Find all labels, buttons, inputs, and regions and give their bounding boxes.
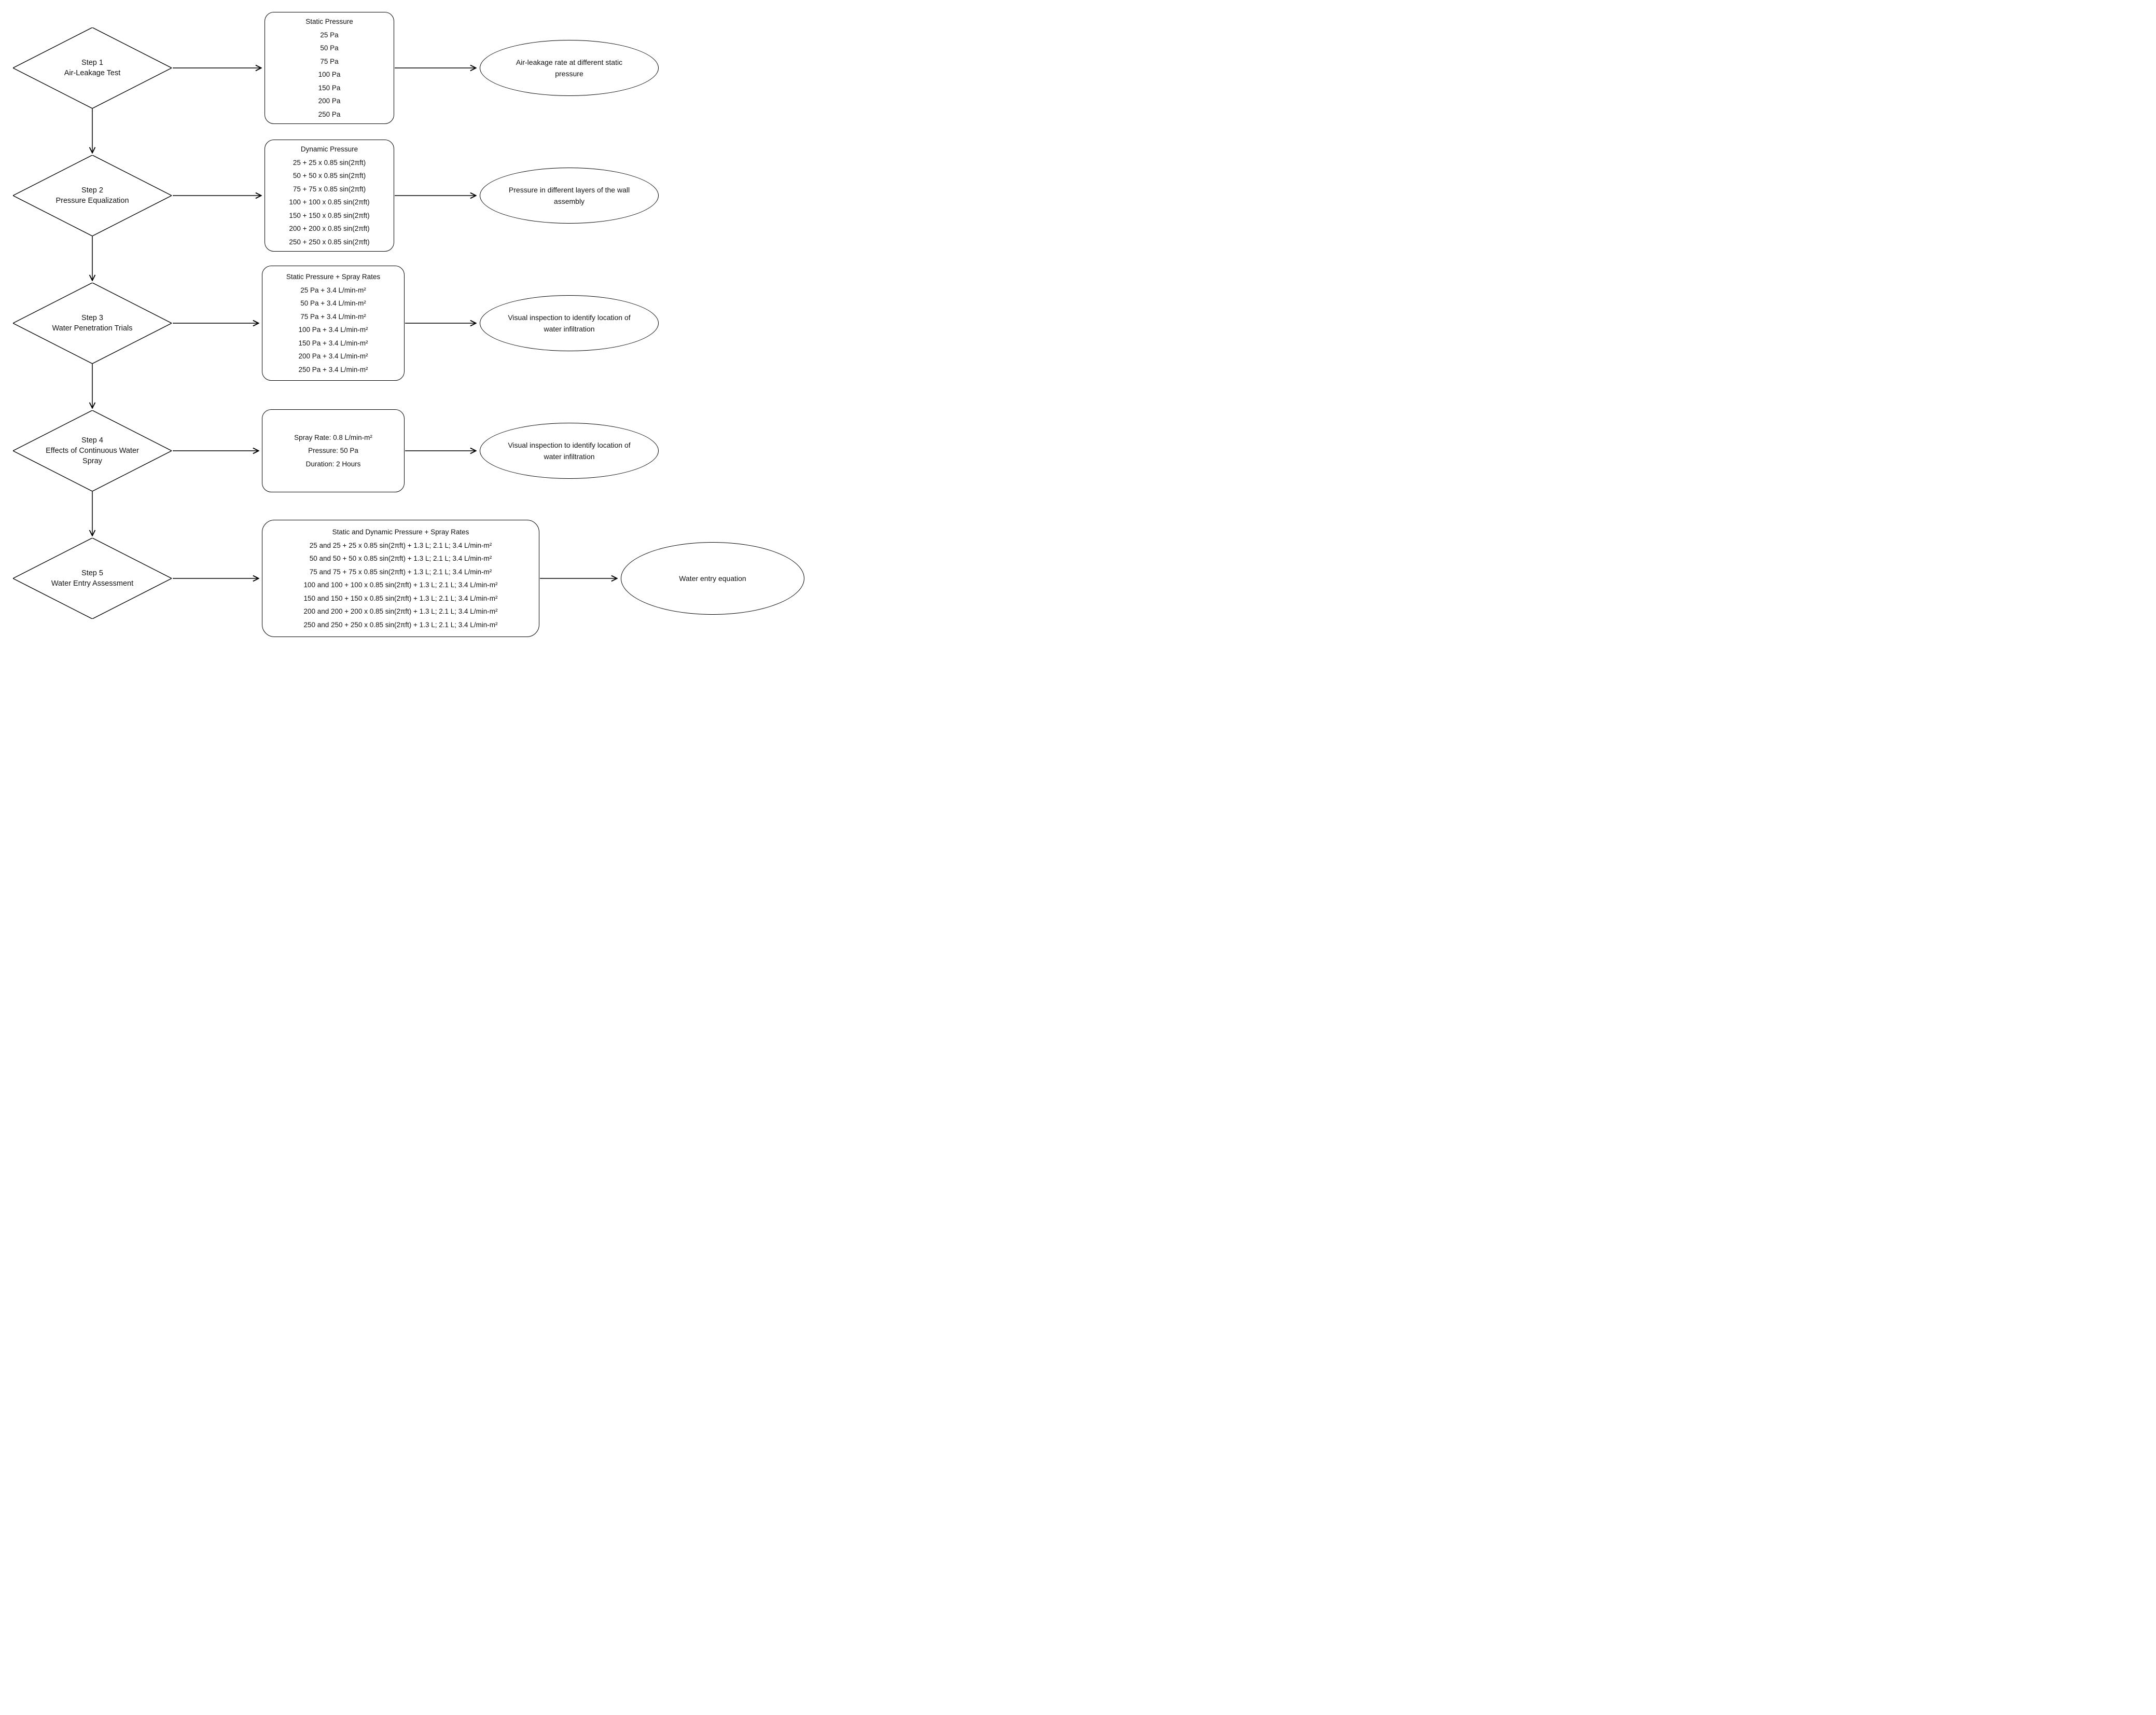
diamond-shape: [13, 27, 172, 108]
step-number: Step 3: [81, 314, 103, 322]
outcome-text: Visual inspection to identify location o…: [508, 313, 631, 333]
box-line: 100 and 100 + 100 x 0.85 sin(2πft) + 1.3…: [303, 581, 498, 589]
step-number: Step 4: [81, 436, 103, 445]
box-lines: 25 Pa 50 Pa 75 Pa 100 Pa 150 Pa 200 Pa 250 Pa: [318, 29, 341, 121]
box-line: 75 and 75 + 75 x 0.85 sin(2πft) + 1.3 L;…: [309, 568, 492, 576]
box-title: Static Pressure + Spray Rates: [286, 272, 381, 281]
step-3-outcome-ellipse: Visual inspection to identify location o…: [480, 295, 659, 351]
box-line: 200 and 200 + 200 x 0.85 sin(2πft) + 1.3…: [303, 607, 498, 616]
box-line: 150 and 150 + 150 x 0.85 sin(2πft) + 1.3…: [303, 594, 498, 602]
box-line: 100 Pa: [318, 71, 341, 79]
box-lines: Spray Rate: 0.8 L/min-m² Pressure: 50 Pa D…: [294, 431, 372, 471]
box-line: 250 Pa + 3.4 L/min-m²: [298, 365, 368, 374]
step-number: Step 5: [81, 569, 103, 577]
step-number: Step 1: [81, 59, 103, 67]
diamond-shape: [13, 410, 172, 491]
step-3-diamond: Step 3 Water Penetration Trials: [13, 283, 172, 364]
step-5-label: Step 5 Water Entry Assessment: [51, 568, 133, 589]
outcome-text: Pressure in different layers of the wall…: [508, 186, 630, 205]
box-lines: 25 + 25 x 0.85 sin(2πft) 50 + 50 x 0.85 s…: [289, 156, 369, 249]
step-title: Effects of Continuous Water Spray: [46, 447, 139, 465]
step-5-outcome-ellipse: Water entry equation: [621, 542, 804, 615]
box-line: 200 + 200 x 0.85 sin(2πft): [289, 225, 370, 233]
step-1-outcome-ellipse: Air-leakage rate at different static pre…: [480, 40, 659, 96]
box-line: 200 Pa: [318, 97, 341, 105]
step-2-label: Step 2 Pressure Equalization: [55, 185, 129, 206]
step-4-outcome-ellipse: Visual inspection to identify location o…: [480, 423, 659, 479]
box-line: 150 Pa: [318, 84, 341, 92]
step-title: Air-Leakage Test: [64, 69, 121, 77]
box-line: 25 Pa: [320, 31, 339, 39]
box-line: 50 + 50 x 0.85 sin(2πft): [293, 172, 366, 180]
step-title: Pressure Equalization: [55, 197, 129, 205]
outcome-text: Visual inspection to identify location o…: [508, 441, 631, 461]
box-title: Static Pressure: [305, 17, 353, 25]
step-3-parameters-box: Static Pressure + Spray Rates 25 Pa + 3.…: [262, 266, 405, 381]
box-title: Dynamic Pressure: [300, 145, 358, 153]
box-line: 25 + 25 x 0.85 sin(2πft): [293, 158, 366, 167]
box-line: 150 + 150 x 0.85 sin(2πft): [289, 211, 370, 219]
box-title: Static and Dynamic Pressure + Spray Rate…: [332, 528, 469, 536]
box-line: 150 Pa + 3.4 L/min-m²: [298, 339, 368, 347]
box-line: 250 and 250 + 250 x 0.85 sin(2πft) + 1.3…: [303, 620, 498, 629]
step-1-diamond: Step 1 Air-Leakage Test: [13, 27, 172, 108]
box-line: 50 Pa + 3.4 L/min-m²: [300, 299, 366, 308]
box-line: 50 and 50 + 50 x 0.85 sin(2πft) + 1.3 L;…: [309, 555, 492, 563]
step-2-parameters-box: Dynamic Pressure 25 + 25 x 0.85 sin(2πft…: [265, 140, 394, 252]
box-line: 100 + 100 x 0.85 sin(2πft): [289, 198, 370, 206]
step-3-label: Step 3 Water Penetration Trials: [52, 313, 133, 334]
step-5-diamond: Step 5 Water Entry Assessment: [13, 538, 172, 619]
outcome-text: Air-leakage rate at different static pre…: [516, 58, 623, 78]
step-4-parameters-box: Spray Rate: 0.8 L/min-m² Pressure: 50 Pa D…: [262, 409, 405, 492]
step-1-parameters-box: Static Pressure 25 Pa 50 Pa 75 Pa 100 Pa 150…: [265, 12, 394, 124]
diamond-shape: [13, 538, 172, 619]
step-4-label: Step 4 Effects of Continuous Water Spray: [46, 435, 139, 466]
flowchart: Step 1 Air-Leakage Test Static Pressure …: [0, 0, 809, 643]
box-line: 250 + 250 x 0.85 sin(2πft): [289, 238, 370, 246]
box-line: 75 Pa: [320, 57, 339, 65]
box-line: 25 Pa + 3.4 L/min-m²: [300, 286, 366, 294]
step-title: Water Penetration Trials: [52, 324, 133, 333]
step-5-parameters-box: Static and Dynamic Pressure + Spray Rate…: [262, 520, 539, 637]
box-line: 100 Pa + 3.4 L/min-m²: [298, 326, 368, 334]
connector-arrows: [0, 0, 809, 643]
step-2-diamond: Step 2 Pressure Equalization: [13, 155, 172, 236]
step-title: Water Entry Assessment: [51, 579, 134, 588]
diamond-shape: [13, 283, 172, 364]
box-line: Pressure: 50 Pa: [308, 447, 358, 455]
box-line: 250 Pa: [318, 110, 341, 118]
step-number: Step 2: [81, 186, 103, 195]
box-line: 75 + 75 x 0.85 sin(2πft): [293, 185, 366, 193]
box-line: 200 Pa + 3.4 L/min-m²: [298, 352, 368, 361]
outcome-text: Water entry equation: [679, 574, 746, 583]
box-lines: 25 and 25 + 25 x 0.85 sin(2πft) + 1.3 L;…: [303, 539, 497, 632]
diamond-shape: [13, 155, 172, 236]
box-line: 75 Pa + 3.4 L/min-m²: [300, 312, 366, 321]
box-lines: 25 Pa + 3.4 L/min-m² 50 Pa + 3.4 L/min-m²…: [299, 284, 368, 377]
step-2-outcome-ellipse: Pressure in different layers of the wall…: [480, 168, 659, 224]
step-4-diamond: Step 4 Effects of Continuous Water Spray: [13, 410, 172, 491]
box-line: Spray Rate: 0.8 L/min-m²: [294, 433, 372, 441]
step-1-label: Step 1 Air-Leakage Test: [64, 58, 121, 78]
box-line: Duration: 2 Hours: [305, 460, 361, 468]
box-line: 50 Pa: [320, 44, 339, 52]
box-line: 25 and 25 + 25 x 0.85 sin(2πft) + 1.3 L;…: [309, 541, 492, 549]
